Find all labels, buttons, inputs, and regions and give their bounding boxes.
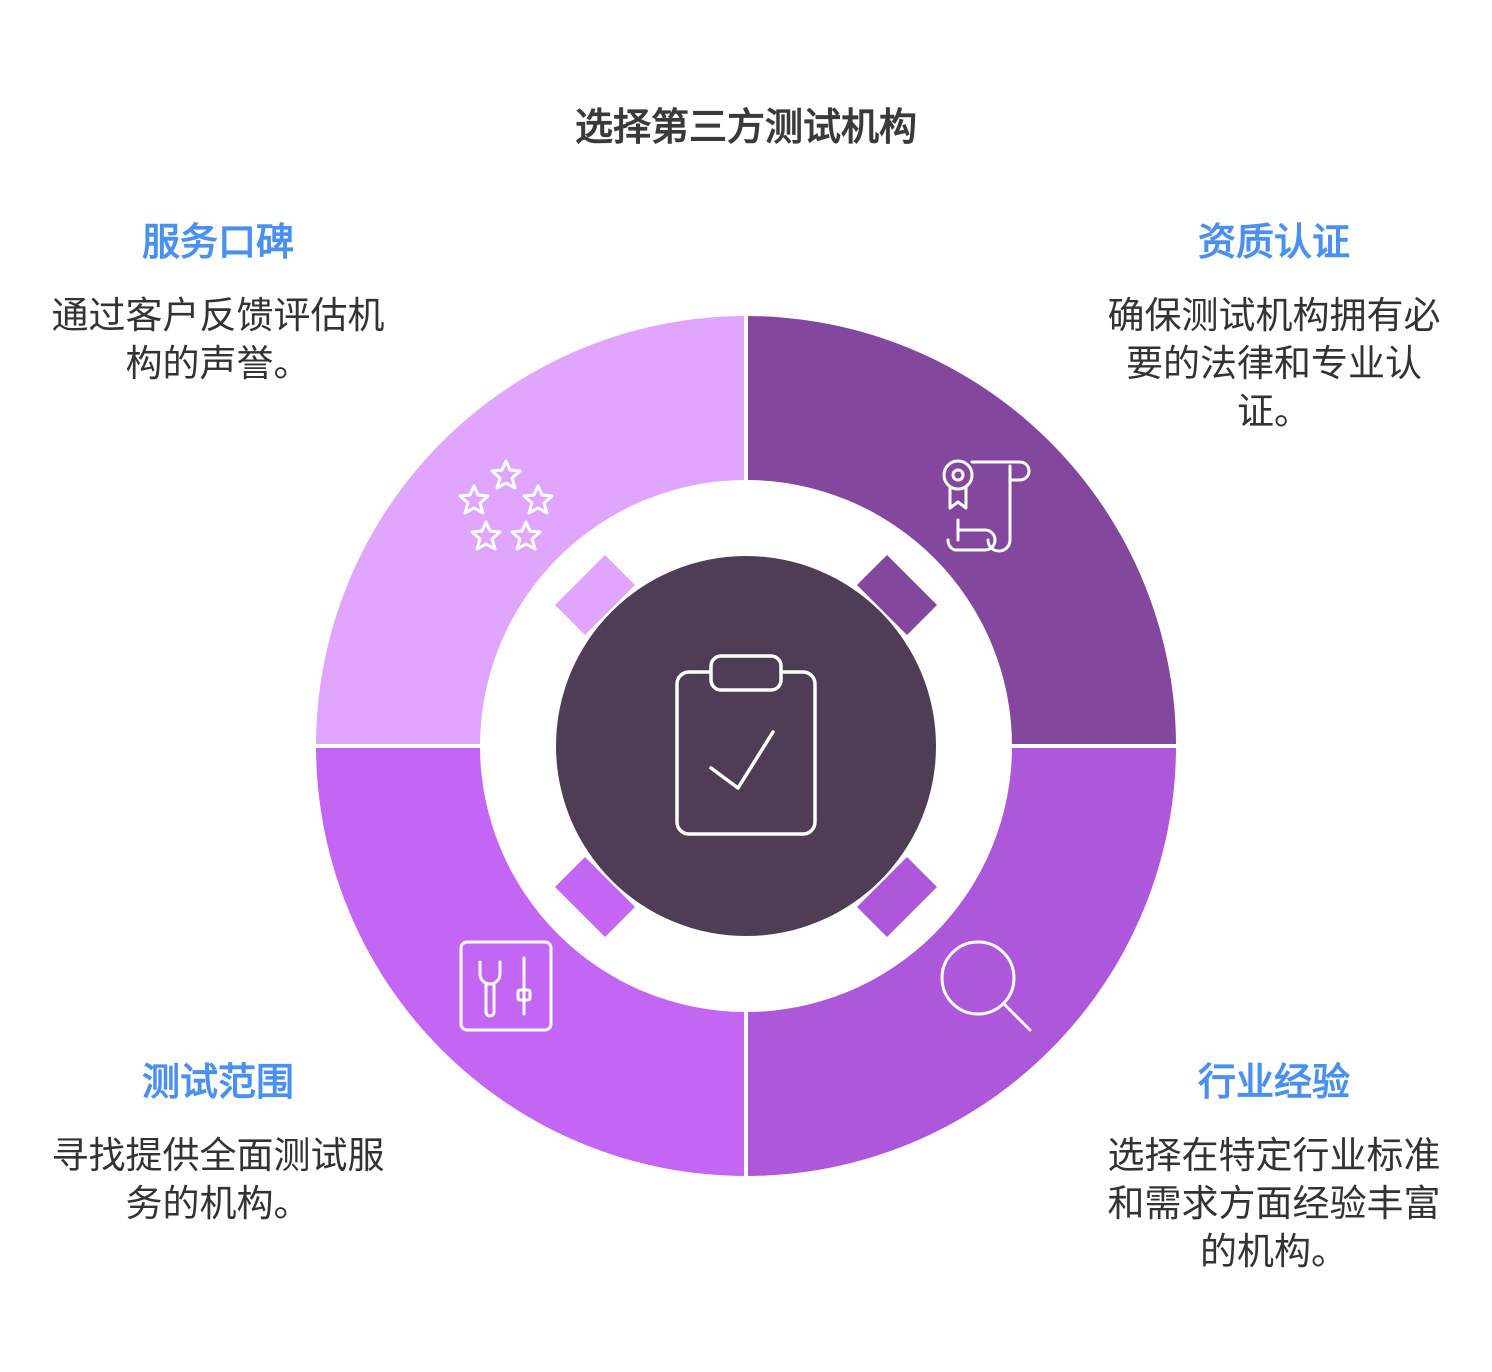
section-heading: 资质认证 — [1197, 220, 1350, 264]
section-heading: 服务口碑 — [141, 220, 294, 264]
section-heading: 测试范围 — [141, 1060, 294, 1104]
page-title: 选择第三方测试机构 — [574, 105, 917, 149]
certificate-icon — [942, 459, 1031, 553]
section-description: 通过客户反馈评估机构的声誉。 — [51, 294, 385, 385]
stars-icon — [458, 459, 554, 551]
section-service-reputation: 服务口碑 通过客户反馈评估机构的声誉。 — [48, 218, 388, 388]
connector-top-right — [857, 555, 937, 635]
section-description: 寻找提供全面测试服务的机构。 — [51, 1134, 385, 1225]
connector-bottom-left — [555, 857, 635, 937]
section-heading: 行业经验 — [1197, 1060, 1350, 1104]
tools-icon — [459, 940, 553, 1032]
section-description: 选择在特定行业标准和需求方面经验丰富的机构。 — [1107, 1134, 1441, 1273]
clipboard-check-icon — [675, 654, 817, 836]
center-circle — [556, 556, 936, 936]
section-industry-experience: 行业经验 选择在特定行业标准和需求方面经验丰富的机构。 — [1104, 1058, 1444, 1276]
section-test-scope: 测试范围 寻找提供全面测试服务的机构。 — [48, 1058, 388, 1228]
magnifier-icon — [940, 940, 1032, 1032]
section-description: 确保测试机构拥有必要的法律和专业认证。 — [1107, 294, 1441, 433]
connector-top-left — [555, 555, 635, 635]
section-qualification: 资质认证 确保测试机构拥有必要的法律和专业认证。 — [1104, 218, 1444, 436]
connector-bottom-right — [857, 857, 937, 937]
